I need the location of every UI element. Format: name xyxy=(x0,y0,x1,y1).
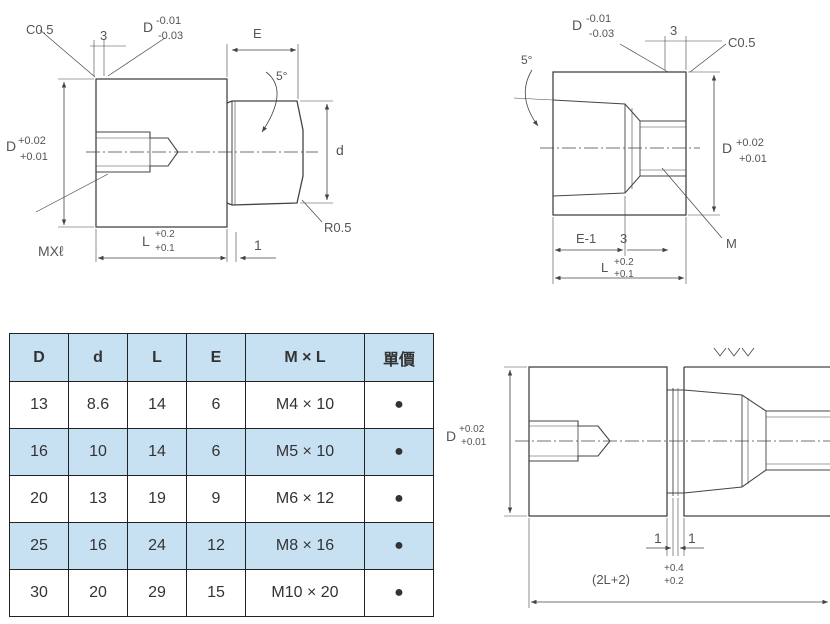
drawing-3-labels: D +0.02 +0.01 1 1 (2L+2) +0.4 +0.2 xyxy=(446,424,696,587)
d3-right-body xyxy=(683,366,830,517)
d2-l-label: L xyxy=(601,260,608,275)
cell-m-x-l: M4 × 10 xyxy=(245,381,365,429)
d1-d-label: D xyxy=(143,19,153,35)
d3-surface-finish-marks xyxy=(713,347,755,357)
drawing-1-labels: C0.5 3 D -0.01 -0.03 E 5° D +0.02 +0.01 … xyxy=(6,15,351,259)
cell-unit-price: ● xyxy=(364,475,434,523)
col-header-e: E xyxy=(186,333,246,382)
cell-l: 14 xyxy=(127,381,187,429)
d1-l-label: L xyxy=(142,233,150,249)
cell-small-d: 8.6 xyxy=(68,381,128,429)
d1-c05-label: C0.5 xyxy=(26,22,53,37)
d1-dplus-label: D xyxy=(6,138,16,154)
d1-dplus-bot: +0.01 xyxy=(20,151,48,163)
cell-l: 24 xyxy=(127,522,187,570)
cell-m-x-l: M8 × 16 xyxy=(245,522,365,570)
d2-d-tol-top: -0.01 xyxy=(586,13,611,25)
d2-d-label: D xyxy=(572,17,582,33)
table-row: 20 13 19 9 M6 × 12 ● xyxy=(9,475,434,523)
col-header-m-x-l: M × L xyxy=(245,333,365,382)
d3-tol-bot: +0.2 xyxy=(664,576,684,587)
d1-r05-label: R0.5 xyxy=(324,220,351,235)
cell-small-d: 16 xyxy=(68,522,128,570)
cell-e: 9 xyxy=(186,475,246,523)
cell-d: 25 xyxy=(9,522,69,570)
cell-l: 14 xyxy=(127,428,187,476)
cell-unit-price: ● xyxy=(364,569,434,617)
cell-e: 6 xyxy=(186,381,246,429)
cell-e: 12 xyxy=(186,522,246,570)
cell-l: 19 xyxy=(127,475,187,523)
d2-m-label: M xyxy=(726,236,737,251)
spec-table: D d L E M × L 單價 13 8.6 14 6 M4 × 10 ● 1… xyxy=(9,333,434,617)
col-header-small-d: d xyxy=(68,333,128,382)
drawing-2-female-part xyxy=(513,36,727,284)
cell-d: 20 xyxy=(9,475,69,523)
table-header-row: D d L E M × L 單價 xyxy=(9,333,434,382)
d1-one-label: 1 xyxy=(254,237,262,253)
cell-small-d: 10 xyxy=(68,428,128,476)
d1-small-d-label: d xyxy=(336,142,344,158)
d1-three-label: 3 xyxy=(100,28,107,43)
d3-dplus-bot: +0.01 xyxy=(461,437,487,448)
cell-unit-price: ● xyxy=(364,381,434,429)
cell-l: 29 xyxy=(127,569,187,617)
d1-spigot xyxy=(226,100,304,206)
d3-one-right-label: 1 xyxy=(688,530,696,546)
d2-l-tol-bot: +0.1 xyxy=(614,269,634,280)
d1-d-tol-bot: -0.03 xyxy=(158,30,183,42)
cell-unit-price: ● xyxy=(364,522,434,570)
drawing-2-labels: D -0.01 -0.03 3 C0.5 5° D +0.02 +0.01 E-… xyxy=(521,13,767,280)
cell-d: 30 xyxy=(9,569,69,617)
cell-small-d: 13 xyxy=(68,475,128,523)
d2-cavity xyxy=(552,99,686,197)
d2-angle-label: 5° xyxy=(521,53,533,67)
d3-taper xyxy=(667,389,830,494)
table-row: 30 20 29 15 M10 × 20 ● xyxy=(9,569,434,617)
d2-three-top-label: 3 xyxy=(670,23,677,38)
d2-dplus-top: +0.02 xyxy=(736,137,764,149)
d1-mxl-label: MXℓ xyxy=(38,243,64,259)
cell-small-d: 20 xyxy=(68,569,128,617)
d3-tol-top: +0.4 xyxy=(664,563,684,574)
d2-e-minus-1-label: E-1 xyxy=(576,231,596,246)
table-row: 16 10 14 6 M5 × 10 ● xyxy=(9,428,434,476)
d3-one-left-label: 1 xyxy=(654,530,662,546)
d2-c05-label: C0.5 xyxy=(728,35,755,50)
col-header-l: L xyxy=(127,333,187,382)
cell-e: 15 xyxy=(186,569,246,617)
cell-e: 6 xyxy=(186,428,246,476)
d1-l-tol-top: +0.2 xyxy=(155,229,175,240)
d3-left-body xyxy=(528,366,668,517)
cell-unit-price: ● xyxy=(364,428,434,476)
d1-body xyxy=(95,78,228,228)
d3-two-l-label: (2L+2) xyxy=(592,572,630,587)
d2-body xyxy=(552,71,687,216)
drawing-1-male-part xyxy=(35,29,333,262)
d3-dplus-top: +0.02 xyxy=(459,424,485,435)
d1-dplus-top: +0.02 xyxy=(18,135,46,147)
cell-d: 16 xyxy=(9,428,69,476)
d2-dplus-label: D xyxy=(722,140,732,156)
d1-angle-label: 5° xyxy=(276,69,288,83)
cell-m-x-l: M5 × 10 xyxy=(245,428,365,476)
drawing-3-assembly xyxy=(504,347,830,608)
d1-e-label: E xyxy=(253,26,262,41)
cell-d: 13 xyxy=(9,381,69,429)
table-row: 25 16 24 12 M8 × 16 ● xyxy=(9,522,434,570)
col-header-d: D xyxy=(9,333,69,382)
d1-d-tol-top: -0.01 xyxy=(156,15,181,27)
cell-m-x-l: M10 × 20 xyxy=(245,569,365,617)
cell-m-x-l: M6 × 12 xyxy=(245,475,365,523)
table-row: 13 8.6 14 6 M4 × 10 ● xyxy=(9,381,434,429)
d2-dplus-bot: +0.01 xyxy=(739,153,767,165)
d1-l-tol-bot: +0.1 xyxy=(155,243,175,254)
d2-l-tol-top: +0.2 xyxy=(614,257,634,268)
d2-d-tol-bot: -0.03 xyxy=(589,28,614,40)
d2-three-bot-label: 3 xyxy=(620,231,627,246)
d3-dplus-label: D xyxy=(446,428,456,444)
col-header-unit-price: 單價 xyxy=(364,333,434,382)
